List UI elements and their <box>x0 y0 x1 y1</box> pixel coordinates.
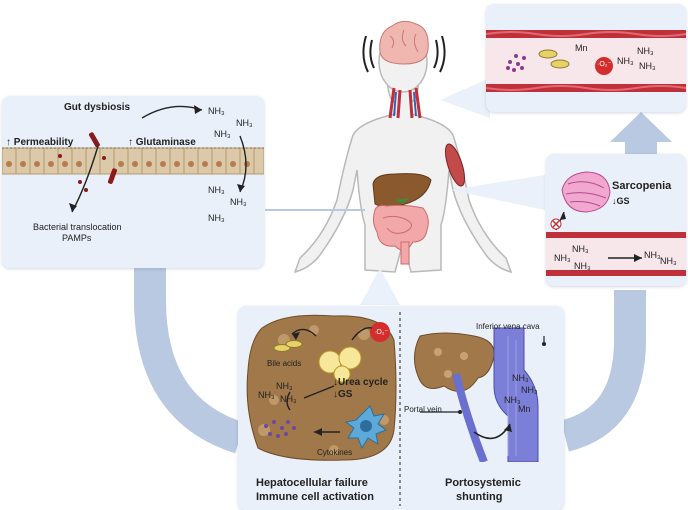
platelet-icon <box>538 49 570 69</box>
hepatocyte-icon <box>318 346 362 383</box>
gut-nh3-5: NH₃ <box>230 197 247 207</box>
brain-nh3-3: NH₃ <box>639 61 656 71</box>
shunt-nh3-2: NH₃ <box>521 385 538 395</box>
brain-signal-left <box>362 35 375 73</box>
gut-nh3-4: NH₃ <box>208 185 225 195</box>
permeability-label: ↑ Permeability <box>6 137 74 148</box>
liver-divider <box>399 312 401 506</box>
brain-ros-label: ·O₂⁻ <box>597 61 612 68</box>
gut-dysbiosis-label: Gut dysbiosis <box>64 102 131 113</box>
gut-nh3-6: NH₃ <box>208 213 225 223</box>
muscle-nh3-2: NH₃ <box>554 253 571 263</box>
ivc-label: Inferior vena cava <box>476 322 540 331</box>
muscle-nh3-4: NH₃ <box>644 250 661 260</box>
muscle-illustration <box>546 171 686 276</box>
shunt-nh3-3: NH₃ <box>504 395 521 405</box>
gut-nh3-3: NH₃ <box>214 129 231 139</box>
brain-nh3-1: NH₃ <box>637 46 654 56</box>
arm-muscle <box>444 143 466 187</box>
brain-vessel-illustration <box>486 30 686 92</box>
cycle-arrow-up-head <box>610 112 672 142</box>
ros-icon <box>595 57 613 75</box>
brain-nh3-2: NH₃ <box>617 56 634 66</box>
shunt-mn-label: Mn <box>518 404 531 414</box>
urea-cycle-label: ↓Urea cycle <box>333 377 389 388</box>
abdominal-organs <box>372 173 432 265</box>
gut-panel <box>2 96 264 268</box>
shunt-liver-icon <box>414 332 495 392</box>
cycle-arrow-right <box>560 290 646 452</box>
arrow-shunt <box>473 423 511 440</box>
epithelial-cells <box>2 147 264 174</box>
gut-nh3-1: NH₃ <box>208 106 225 116</box>
carotid-arteries <box>388 87 422 119</box>
portal-vein-icon <box>452 373 488 462</box>
shunt-nh3-1: NH₃ <box>512 373 529 383</box>
hepatocellular-caption-2: Immune cell activation <box>256 491 374 503</box>
portal-vein-label: Portal vein <box>404 405 442 414</box>
cytokines-label: Cytokines <box>317 448 353 457</box>
jugular-veins <box>393 91 417 117</box>
muscle-nh3-5: NH₃ <box>660 256 677 266</box>
head-brain <box>362 20 446 119</box>
cytokine-dots <box>264 420 296 438</box>
gut-nh3-2: NH₃ <box>236 118 253 128</box>
muscle-nh3-3: NH₃ <box>574 261 591 271</box>
liver-nh3-3: NH₃ <box>280 394 297 404</box>
bacterial-translocation-label: Bacterial translocation <box>33 222 122 232</box>
bacteria-icon <box>58 132 117 192</box>
brain-mn-label: Mn <box>575 43 588 53</box>
bile-acids-label: Bile acids <box>267 359 302 368</box>
hepatocellular-illustration <box>246 314 397 461</box>
muscle-fiber-icon <box>561 171 611 213</box>
glutaminase-label: ↑ Glutaminase <box>128 137 196 148</box>
portosystemic-caption-1: Portosystemic <box>445 477 521 489</box>
liver-ros-icon <box>370 322 390 342</box>
pamps-label: PAMPs <box>62 233 92 243</box>
nanoparticle-cluster-icon <box>506 54 526 72</box>
liver-ros-label: ·O₂⁻ <box>374 329 389 336</box>
muscle-gs-label: ↓GS <box>612 196 630 206</box>
cycle-arrow-left <box>134 262 246 454</box>
brain-signal-right <box>433 35 446 73</box>
bile-acid-icon <box>273 340 303 352</box>
portosystemic-illustration <box>414 327 546 462</box>
gut-illustration <box>2 105 264 213</box>
biceps-muscle-icon <box>444 143 466 187</box>
muscle-nh3-1: NH₃ <box>572 244 589 254</box>
hepatocellular-caption-1: Hepatocellular failure <box>256 477 368 489</box>
intestinal-epithelium <box>2 147 264 175</box>
liver-gs-label: ↓GS <box>333 389 353 400</box>
liver-nh3-2: NH₃ <box>258 390 275 400</box>
liver-nh3-1: NH₃ <box>276 381 293 391</box>
sarcopenia-label: Sarcopenia <box>612 180 672 192</box>
arrow-dysbiosis-to-nh3 <box>141 105 203 119</box>
portosystemic-caption-2: shunting <box>456 491 503 503</box>
